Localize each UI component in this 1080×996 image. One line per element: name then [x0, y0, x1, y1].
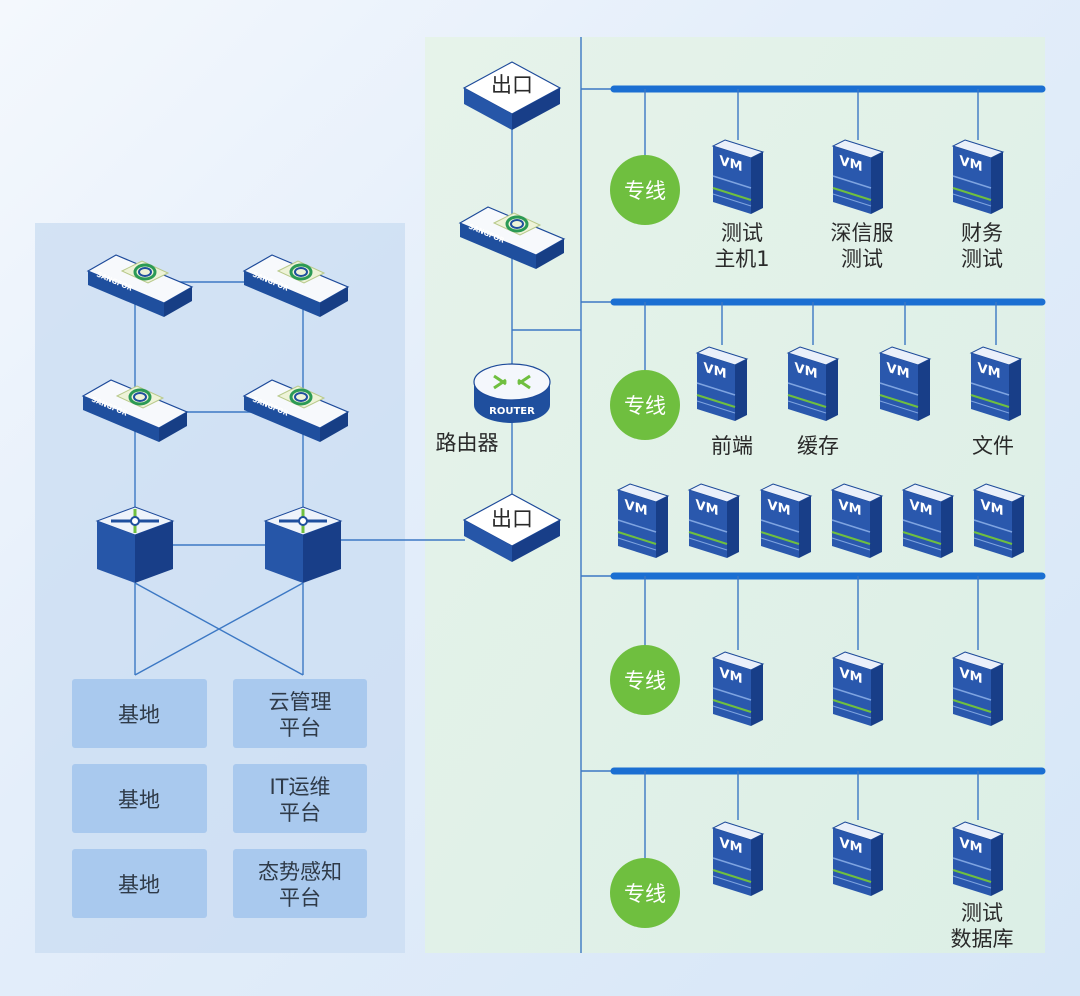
vm-server-icon	[832, 651, 884, 727]
router-label: 路由器	[436, 431, 499, 455]
vm-label: 测试	[721, 221, 763, 245]
router-icon: ROUTER	[473, 363, 551, 423]
svg-text:专线: 专线	[624, 179, 666, 203]
vm-label: 数据库	[951, 927, 1014, 951]
vm-server-icon	[712, 651, 764, 727]
vm-label: 主机1	[714, 247, 769, 271]
core-links	[511, 37, 612, 953]
vm-label: 测试	[841, 247, 883, 271]
svg-text:专线: 专线	[624, 394, 666, 418]
exit-bottom-label: 出口	[491, 507, 533, 531]
vm-label: 财务	[961, 221, 1003, 245]
base-box: 基地	[118, 873, 160, 897]
leased-line-node: 专线	[610, 370, 680, 440]
vm-server-icon	[832, 821, 884, 897]
vm-server-icon	[952, 651, 1004, 727]
vm-label: 前端	[711, 434, 753, 458]
core-switch-icon	[95, 505, 175, 585]
vm-server-icon	[902, 483, 954, 559]
base-box: 基地	[118, 788, 160, 812]
vm-label: 测试	[961, 901, 1003, 925]
leased-line-node: 专线	[610, 155, 680, 225]
vm-server-icon	[617, 483, 669, 559]
vm-server-icon	[696, 346, 748, 422]
svg-text:专线: 专线	[624, 669, 666, 693]
core-switch-icon	[263, 505, 343, 585]
platform-box: IT运维	[269, 775, 330, 799]
svg-text:ROUTER: ROUTER	[489, 406, 535, 417]
vm-server-icon	[970, 346, 1022, 422]
exit-top-label: 出口	[491, 73, 533, 97]
vm-server-icon	[879, 346, 931, 422]
vm-server-icon	[973, 483, 1025, 559]
vm-server-icon	[952, 821, 1004, 897]
vm-label: 测试	[961, 247, 1003, 271]
vm-server-icon	[831, 483, 883, 559]
network-buses	[610, 85, 1046, 860]
site-panel	[35, 223, 405, 953]
platform-box: 态势感知	[258, 860, 342, 884]
vm-server-icon	[760, 483, 812, 559]
vm-label: 文件	[972, 434, 1014, 458]
platform-box: 平台	[279, 886, 321, 910]
vm-server-icon	[688, 483, 740, 559]
svg-text:专线: 专线	[624, 882, 666, 906]
site-links	[134, 281, 465, 676]
platform-box: 云管理	[269, 690, 332, 714]
leased-line-node: 专线	[610, 858, 680, 928]
vm-server-icon	[832, 139, 884, 215]
vm-server-icon	[712, 821, 764, 897]
vm-server-icon	[787, 346, 839, 422]
base-box: 基地	[118, 703, 160, 727]
leased-line-node: 专线	[610, 645, 680, 715]
vm-label: 缓存	[797, 434, 839, 458]
vm-server-icon	[712, 139, 764, 215]
vm-label: 深信服	[831, 221, 894, 245]
vm-server-icon	[952, 139, 1004, 215]
platform-box: 平台	[279, 801, 321, 825]
platform-box: 平台	[279, 716, 321, 740]
base-boxes: 基地 基地 基地 云管理 平台 IT运维 平台 态势感知 平台	[72, 679, 367, 918]
